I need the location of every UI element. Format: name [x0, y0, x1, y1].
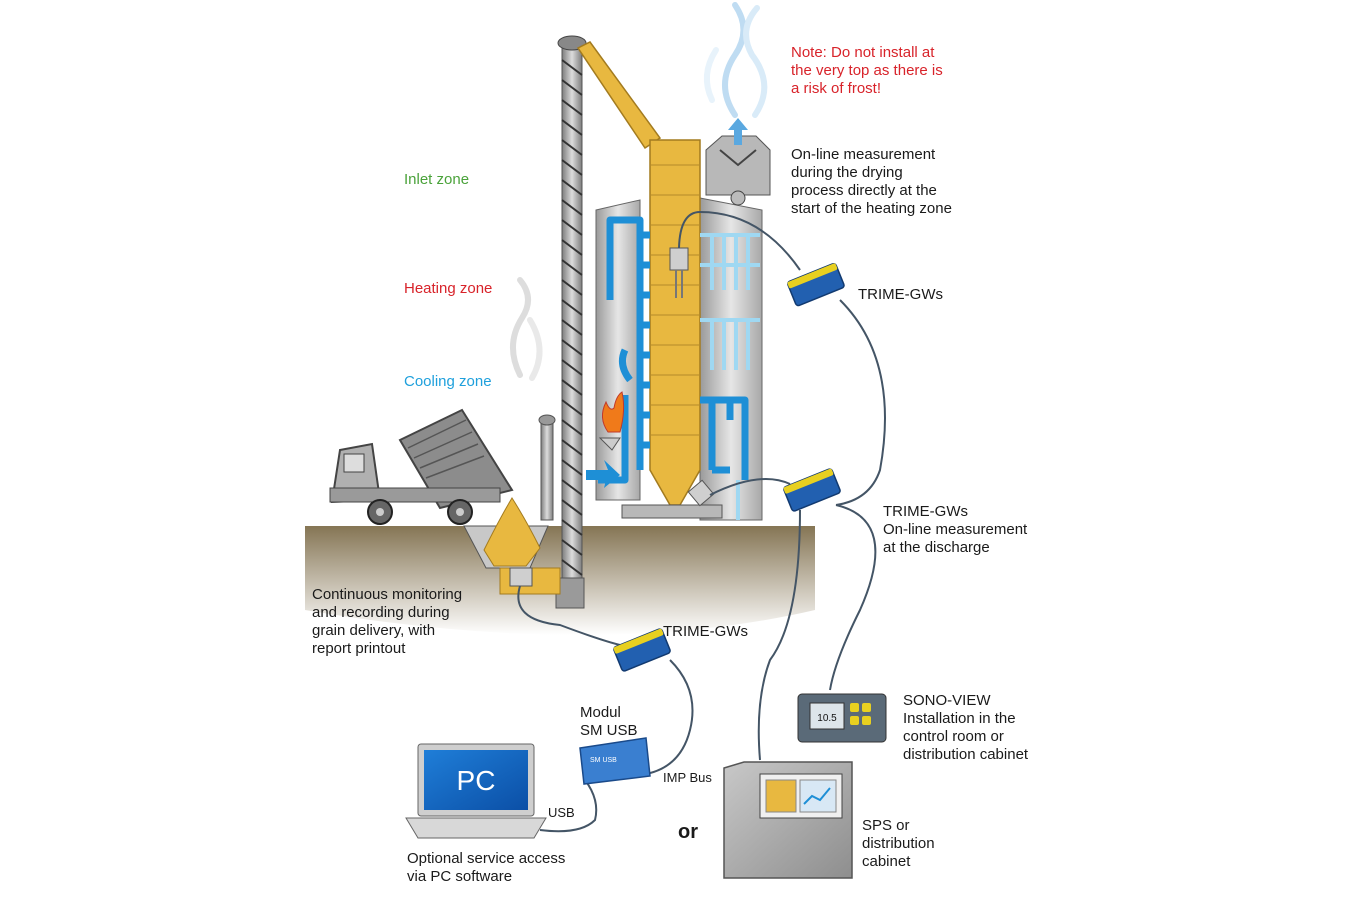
usb-label: USB: [548, 805, 575, 820]
online-heating-label: On-line measurement during the drying pr…: [791, 146, 952, 217]
sps-cabinet: [723, 761, 853, 879]
trime-gw-box-discharge: [783, 468, 841, 512]
inlet-chute: [576, 41, 662, 150]
optional-service-label: Optional service access via PC software: [407, 850, 566, 885]
inlet-zone-label: Inlet zone: [404, 171, 470, 188]
cooling-air-flow: [700, 233, 760, 520]
heating-zone-label: Heating zone: [404, 280, 493, 297]
steam-icon: [510, 2, 768, 381]
dryer-left-chamber: [595, 199, 641, 501]
pc-screen-label: PC: [457, 765, 496, 796]
dryer-right-chamber: [699, 197, 763, 521]
trime-discharge-label: TRIME-GWs On-line measurement at the dis…: [883, 503, 1028, 556]
cooling-zone-label: Cooling zone: [404, 373, 492, 390]
burner-flame-icon: [602, 391, 625, 433]
frost-note: Note: Do not install at the very top as …: [791, 44, 943, 97]
sono-view-display-value: 10.5: [817, 713, 837, 724]
trime-gw-box-delivery: [613, 628, 671, 672]
pole-base: [555, 577, 585, 609]
pole-cap: [557, 35, 587, 51]
sm-usb-module: SM USB: [579, 737, 651, 785]
dump-truck-icon: [329, 408, 514, 525]
sm-usb-device-text: SM USB: [590, 757, 617, 764]
modul-label: Modul SM USB: [580, 704, 638, 739]
sono-view-device: 10.5: [797, 693, 887, 743]
exhaust-stack: [540, 419, 554, 521]
imp-bus-label: IMP Bus: [663, 770, 712, 785]
continuous-monitoring-label: Continuous monitoring and recording duri…: [312, 586, 463, 657]
trime-top-label: TRIME-GWs: [858, 286, 943, 303]
sensor-probe-discharge: [687, 479, 715, 507]
sps-label: SPS or distribution cabinet: [862, 817, 935, 870]
hopper-grain: [483, 497, 541, 567]
trime-gw-box-top: [787, 262, 845, 307]
sensor-cables: [517, 210, 886, 833]
fan-icon: [730, 190, 746, 206]
trime-delivery-label: TRIME-GWs: [663, 623, 748, 640]
exhaust-arrow-up-icon: [728, 118, 748, 145]
discharge-pipe: [621, 504, 723, 519]
or-label: or: [678, 821, 698, 843]
pole-spiral: [561, 59, 583, 576]
sensor-probe-delivery: [509, 567, 533, 587]
hot-air-inlet-arrow: [586, 460, 620, 488]
sono-view-label: SONO-VIEW Installation in the control ro…: [903, 692, 1029, 763]
laptop-icon: PC: [405, 743, 547, 839]
